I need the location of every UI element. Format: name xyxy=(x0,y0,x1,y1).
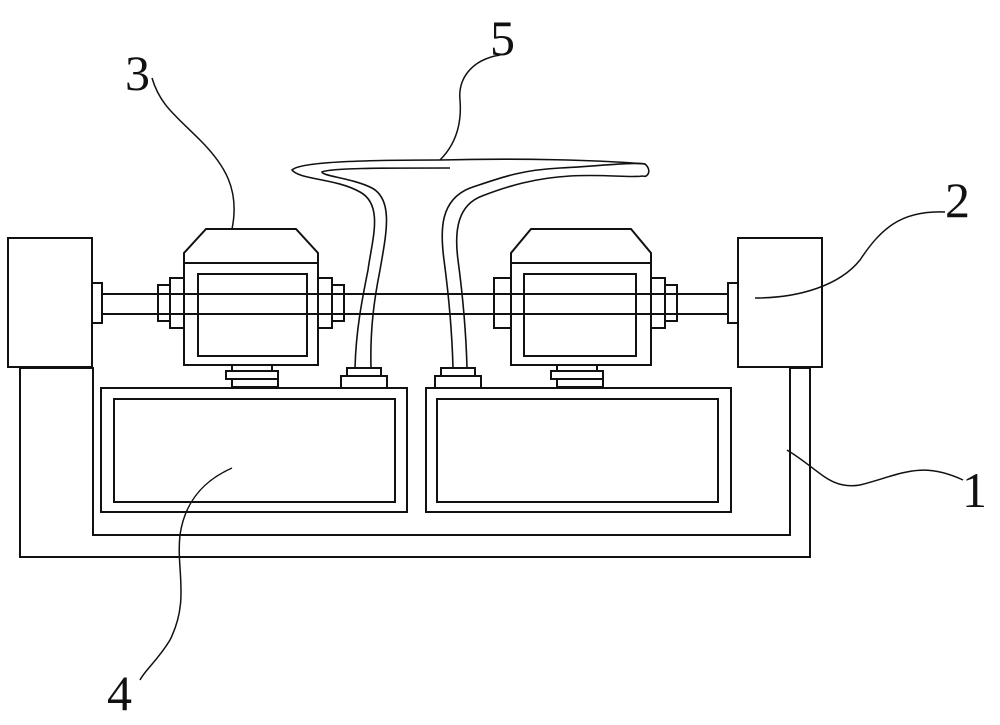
label-part-2: 2 xyxy=(945,172,970,228)
leader-lines xyxy=(139,54,964,681)
right-motor xyxy=(493,228,678,388)
leader-line-4 xyxy=(139,467,233,681)
left-end-block xyxy=(7,237,103,368)
cable-bundle xyxy=(290,158,650,369)
right-box-unit xyxy=(425,387,732,513)
leader-line-3 xyxy=(151,77,235,230)
base-frame xyxy=(19,367,811,558)
label-part-1: 1 xyxy=(962,462,987,518)
label-part-5: 5 xyxy=(490,10,515,66)
left-motor xyxy=(157,228,345,388)
right-cable-connector xyxy=(434,367,482,389)
left-box-unit xyxy=(100,387,408,513)
label-part-4: 4 xyxy=(107,665,132,721)
right-end-block xyxy=(727,237,823,368)
label-part-3: 3 xyxy=(125,45,150,101)
leader-line-1 xyxy=(786,449,964,487)
left-cable-connector xyxy=(340,367,388,389)
leader-line-5 xyxy=(439,54,501,161)
leader-line-2 xyxy=(754,211,946,299)
drive-shaft xyxy=(102,293,728,315)
